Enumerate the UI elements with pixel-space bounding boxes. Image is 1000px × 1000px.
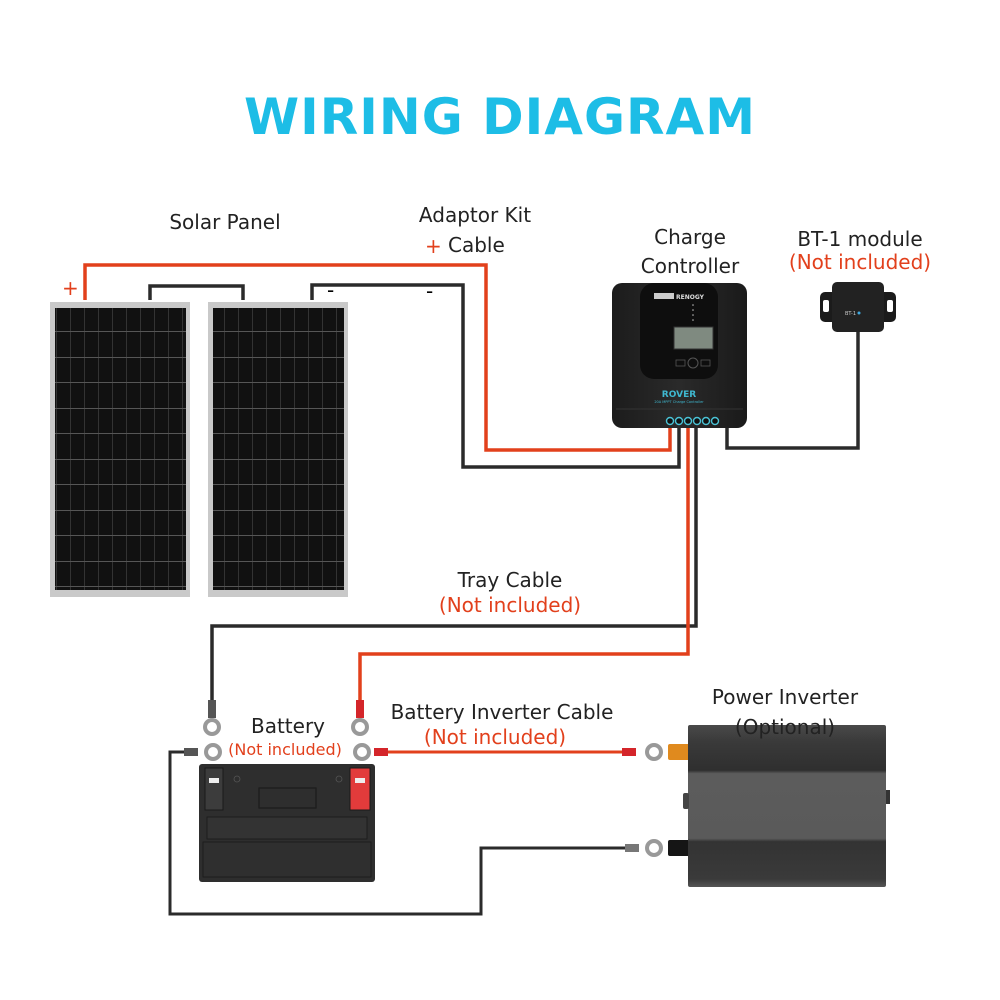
charge-controller: RENOGY ROVER 20A MPPT Charge Controller xyxy=(612,283,747,428)
battery-inverter-cable-label: Battery Inverter Cable xyxy=(390,700,614,724)
wire-inverter-negative xyxy=(168,750,625,916)
solar-panel-1 xyxy=(50,302,190,597)
power-inverter xyxy=(668,725,890,887)
controller-subtitle: 20A MPPT Charge Controller xyxy=(654,400,704,404)
power-inverter-label: Power Inverter xyxy=(711,685,859,709)
battery-label: Battery xyxy=(250,714,326,738)
charge-controller-label-line2: Controller xyxy=(640,254,740,278)
solar-panel-2 xyxy=(208,302,348,597)
wire-panel-positive xyxy=(83,263,672,452)
adaptor-negative-sign: - xyxy=(426,279,434,303)
tray-cable-label: Tray Cable xyxy=(457,568,563,592)
tray-cable-not-included: (Not included) xyxy=(438,593,582,617)
bt1-label: BT-1 module xyxy=(797,227,923,251)
wire-tray-positive xyxy=(358,428,690,700)
controller-brand: RENOGY xyxy=(676,294,705,301)
bt1-device-label: BT-1 xyxy=(845,311,856,317)
wire-tray-negative xyxy=(210,428,698,700)
bt1-not-included: (Not included) xyxy=(788,250,932,274)
battery xyxy=(199,764,375,882)
solar-panel-label: Solar Panel xyxy=(169,210,281,234)
ring-terminals xyxy=(184,700,663,857)
adaptor-kit-label: Adaptor Kit xyxy=(418,203,532,227)
controller-model: ROVER xyxy=(662,390,696,400)
adaptor-positive-sign: + xyxy=(425,234,442,258)
charge-controller-label-line1: Charge xyxy=(654,225,726,249)
adaptor-cable-label: Cable xyxy=(448,233,505,257)
panel-positive-sign: + xyxy=(62,276,79,300)
power-inverter-optional: (Optional) xyxy=(734,715,836,739)
diagram-title: WIRING DIAGRAM xyxy=(244,88,756,146)
wire-panel-negative xyxy=(310,283,681,469)
panel-negative-sign: - xyxy=(327,278,335,302)
wire-panel-jumper xyxy=(148,284,245,300)
wire-bt1 xyxy=(725,330,860,450)
bt1-module: BT-1 xyxy=(820,282,896,332)
battery-not-included: (Not included) xyxy=(228,740,342,759)
battery-inverter-cable-not-included: (Not included) xyxy=(423,725,567,749)
